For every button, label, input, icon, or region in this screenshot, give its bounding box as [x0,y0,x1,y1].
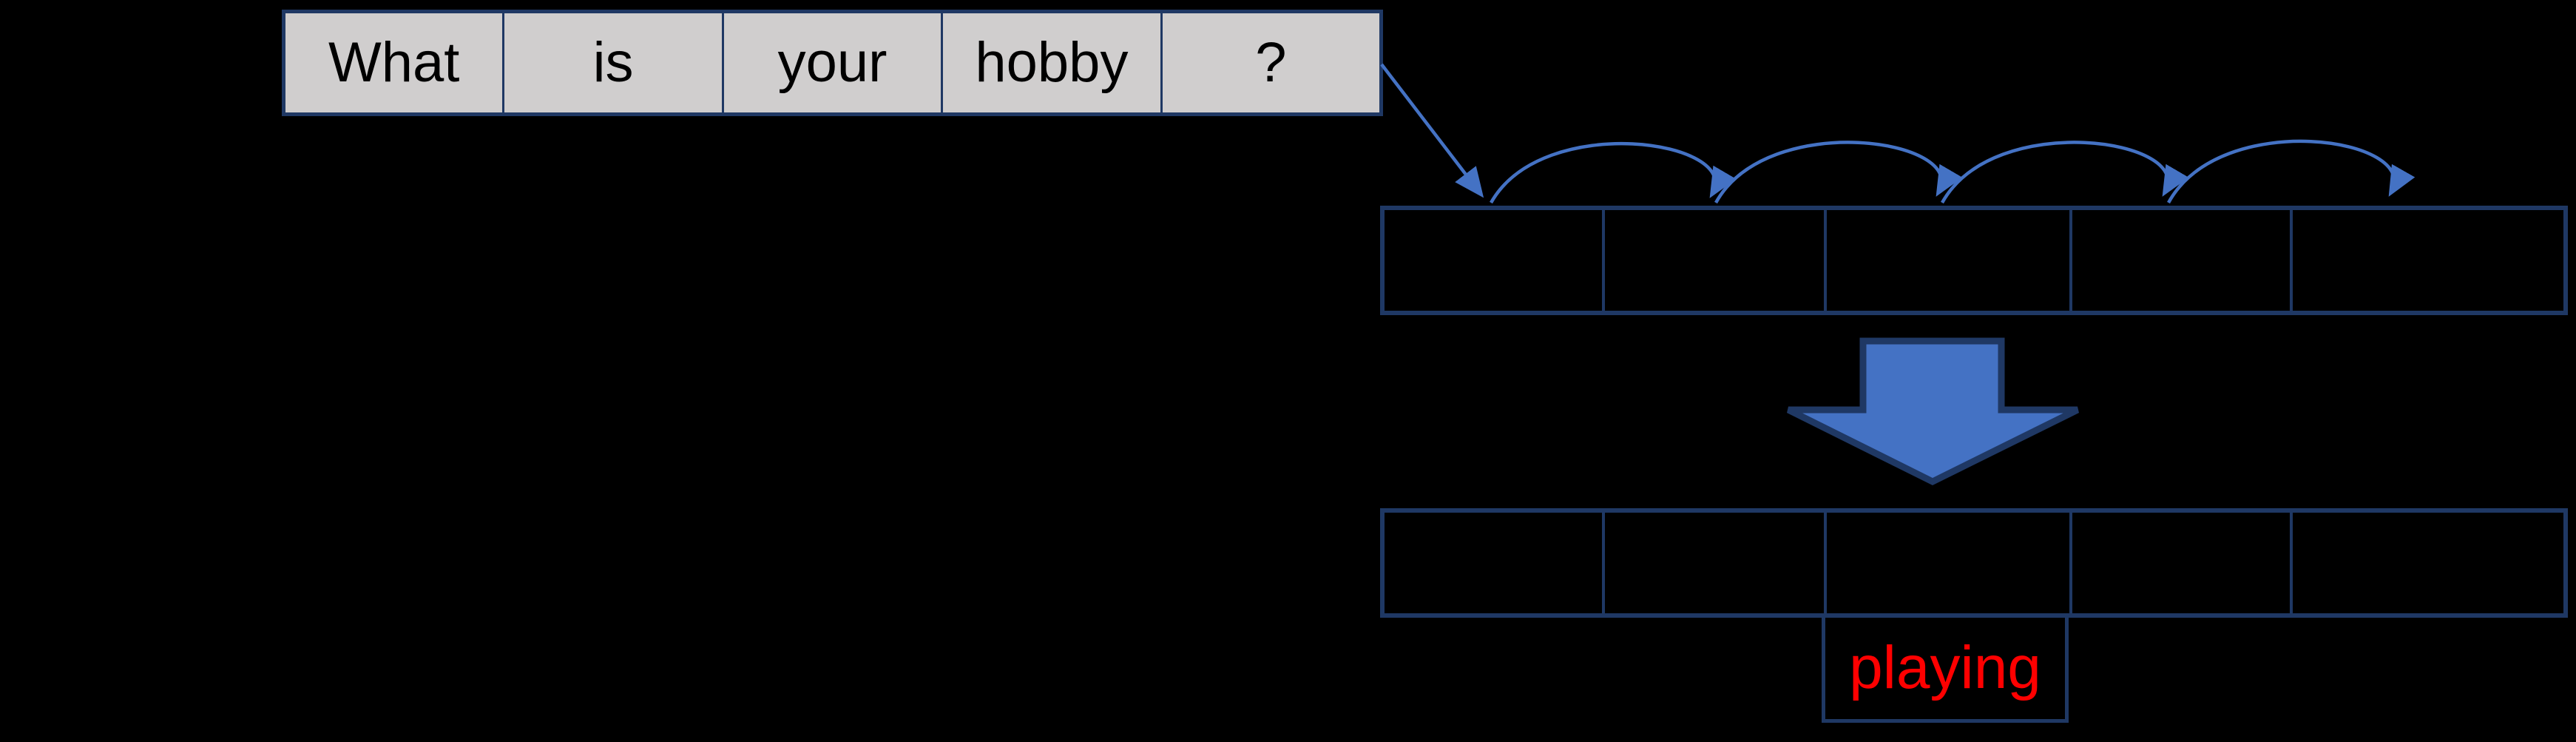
hop-arc-icon [1490,141,1737,204]
hidden-cell [2290,210,2563,311]
hop-arc-icon [1941,141,2189,204]
hidden-cell [2069,210,2290,311]
input-token-cell: your [721,13,942,112]
output-cell [1385,513,1602,613]
input-to-cell-arrow-icon [1380,63,1484,198]
output-row [1380,508,2568,618]
hidden-cell [1824,210,2069,311]
output-cell [1824,513,2069,613]
hidden-cell [1602,210,1824,311]
hidden-cell [1385,210,1602,311]
prediction-box: playing [1822,613,2069,723]
hidden-state-row [1380,206,2568,315]
input-token-cell: hobby [941,13,1160,112]
big-down-arrow-icon [1786,337,2079,486]
input-token-cell: is [502,13,722,112]
input-token-cell: ? [1160,13,1380,112]
input-token-cell: What [285,13,503,112]
input-sentence-table: What is your hobby ? [282,10,1383,116]
output-cell [2069,513,2290,613]
hop-arc-icon [2167,139,2416,204]
output-cell [1602,513,1824,613]
prediction-label: playing [1849,634,2041,701]
hop-arc-icon [1714,141,1963,204]
output-cell [2290,513,2563,613]
